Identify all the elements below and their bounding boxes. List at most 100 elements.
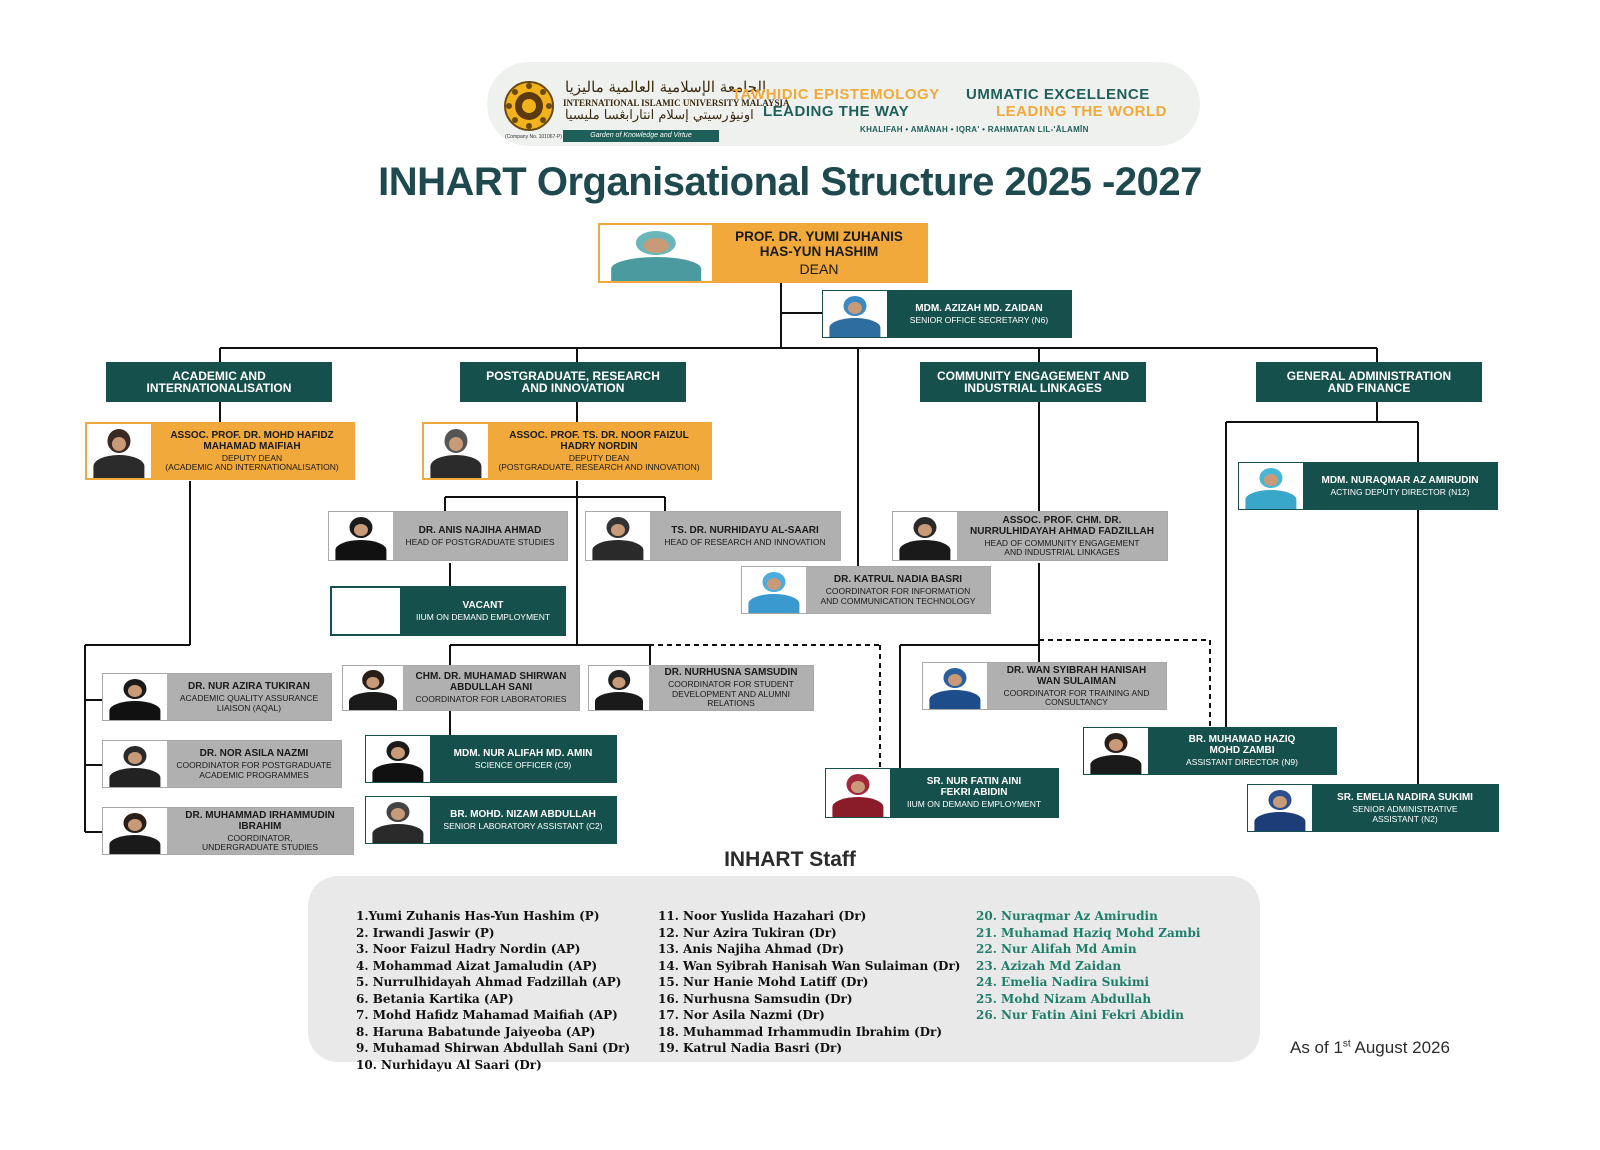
- staff-list-item: 26. Nur Fatin Aini Fekri Abidin: [976, 1008, 1185, 1022]
- university-name-arabic: الجامعة الإسلامية العالمية ماليزيا: [565, 78, 767, 96]
- wan-name: DR. WAN SYIBRAH HANISAH WAN SULAIMAN: [1006, 664, 1147, 687]
- nizam-photo: [366, 797, 430, 843]
- katrul-photo: [742, 567, 806, 613]
- alifah-role: SCIENCE OFFICER (C9): [474, 759, 572, 770]
- staff-list-item: 12. Nur Azira Tukiran (Dr): [658, 925, 837, 940]
- nuraqmar-photo: [1239, 463, 1303, 509]
- dept-postgrad-header: POSTGRADUATE, RESEARCH AND INNOVATION: [460, 362, 686, 402]
- irhammudin-name: DR. MUHAMMAD IRHAMMUDIN IBRAHIM: [185, 809, 335, 832]
- norasila-name: DR. NOR ASILA NAZMI: [199, 748, 309, 759]
- university-name-jawi: اونيۏرسيتي إسلام انتارابڠسا مليسيا: [565, 108, 754, 123]
- dean-role: DEAN: [799, 261, 839, 277]
- staff-list-item: 4. Mohammad Aizat Jamaludin (AP): [356, 958, 598, 973]
- nurhidayu-name: TS. DR. NURHIDAYU AL-SAARI: [671, 524, 819, 536]
- emelia-photo: [1248, 785, 1312, 831]
- dd-research-role: DEPUTY DEAN (POSTGRADUATE, RESEARCH AND …: [498, 452, 700, 472]
- dean-name: PROF. DR. YUMI ZUHANIS HAS-YUN HASHIM: [735, 229, 903, 259]
- iium-seal-logo: [504, 81, 554, 131]
- staff-list-item: 1.Yumi Zuhanis Has-Yun Hashim (P): [356, 909, 600, 923]
- person-card-dd-research: ASSOC. PROF. TS. DR. NOOR FAIZUL HADRY N…: [422, 422, 712, 480]
- anis-photo: [329, 512, 393, 560]
- staff-list-item: 23. Azizah Md Zaidan: [976, 958, 1122, 973]
- staff-list-item: 2. Irwandi Jaswir (P): [356, 925, 495, 940]
- secretary-role: SENIOR OFFICE SECRETARY (N6): [909, 314, 1049, 325]
- fatin-role: IIUM ON DEMAND EMPLOYMENT: [906, 799, 1042, 810]
- staff-list-item: 5. Nurrulhidayah Ahmad Fadzillah (AP): [356, 975, 622, 989]
- staff-heading: INHART Staff: [724, 848, 856, 871]
- dept-admin-header: GENERAL ADMINISTRATION AND FINANCE: [1256, 362, 1482, 402]
- alifah-photo: [366, 736, 430, 782]
- dean-photo: [600, 225, 712, 281]
- staff-list-item: 24. Emelia Nadira Sukimi: [976, 975, 1150, 989]
- staff-list-item: 18. Muhammad Irhammudin Ibrahim (Dr): [658, 1024, 943, 1039]
- staff-list-item: 10. Nurhidayu Al Saari (Dr): [356, 1057, 542, 1072]
- fatin-photo: [826, 769, 890, 817]
- nurazira-role: ACADEMIC QUALITY ASSURANCE LIAISON (AQAL…: [179, 693, 319, 713]
- dd-academic-photo: [87, 424, 151, 478]
- nurazira-photo: [103, 674, 167, 720]
- staff-column-2: 11. Noor Yuslida Hazahari (Dr)12. Nur Az…: [658, 908, 960, 1057]
- dd-research-photo: [424, 424, 488, 478]
- page-title: INHART Organisational Structure 2025 -20…: [378, 160, 1202, 204]
- university-tagline: Garden of Knowledge and Virtue: [563, 130, 719, 142]
- shirwan-photo: [343, 666, 403, 710]
- as-of-suffix: August 2026: [1350, 1038, 1450, 1057]
- as-of-prefix: As of 1: [1290, 1038, 1343, 1057]
- nurhusna-name: DR. NURHUSNA SAMSUDIN: [664, 667, 798, 679]
- staff-list-item: 13. Anis Najiha Ahmad (Dr): [658, 942, 845, 956]
- staff-list-item: 19. Katrul Nadia Basri (Dr): [658, 1041, 843, 1055]
- haziq-photo: [1084, 728, 1148, 774]
- secretary-photo: [823, 291, 887, 337]
- slogan-leading-world: LEADING THE WORLD: [996, 103, 1167, 120]
- norasila-role: COORDINATOR FOR POSTGRADUATE ACADEMIC PR…: [176, 760, 332, 780]
- motto: KHALIFAH • AMĀNAH • IQRA' • RAHMATAN LIL…: [860, 125, 1089, 134]
- dd-academic-role: DEPUTY DEAN (ACADEMIC AND INTERNATIONALI…: [165, 452, 339, 472]
- staff-list-item: 25. Mohd Nizam Abdullah: [976, 991, 1152, 1006]
- anis-name: DR. ANIS NAJIHA AHMAD: [418, 524, 542, 536]
- shirwan-name: CHM. DR. MUHAMAD SHIRWAN ABDULLAH SANI: [415, 671, 567, 694]
- slogan-tawhidic: TAWHIDIC EPISTEMOLOGY: [732, 86, 940, 103]
- nuraqmar-role: ACTING DEPUTY DIRECTOR (N12): [1330, 486, 1470, 497]
- staff-list-item: 15. Nur Hanie Mohd Latiff (Dr): [658, 975, 869, 989]
- dept-academic-header: ACADEMIC AND INTERNATIONALISATION: [106, 362, 332, 402]
- vacant-photo-placeholder: [331, 587, 401, 635]
- as-of-date: As of 1st August 2026: [1290, 1038, 1450, 1058]
- staff-panel: [308, 876, 1260, 1062]
- fatin-name: SR. NUR FATIN AINI FEKRI ABIDIN: [926, 776, 1022, 799]
- nurazira-name: DR. NUR AZIRA TUKIRAN: [187, 681, 311, 692]
- staff-list-item: 22. Nur Alifah Md Amin: [976, 942, 1137, 956]
- staff-list-item: 7. Mohd Hafidz Mahamad Maifiah (AP): [356, 1008, 618, 1022]
- staff-list-item: 17. Nor Asila Nazmi (Dr): [658, 1008, 825, 1022]
- katrul-role: COORDINATOR FOR INFORMATION AND COMMUNIC…: [820, 586, 976, 606]
- alifah-name: MDM. NUR ALIFAH MD. AMIN: [453, 747, 593, 759]
- staff-list-item: 9. Muhamad Shirwan Abdullah Sani (Dr): [356, 1041, 631, 1055]
- university-registration: (Company No. 101067-P): [505, 134, 562, 140]
- nurhusna-photo: [589, 666, 649, 710]
- staff-list-item: 16. Nurhusna Samsudin (Dr): [658, 991, 853, 1006]
- anis-role: HEAD OF POSTGRADUATE STUDIES: [405, 536, 555, 547]
- dd-research-name: ASSOC. PROF. TS. DR. NOOR FAIZUL HADRY N…: [509, 429, 689, 452]
- nurhidayu-role: HEAD OF RESEARCH AND INNOVATION: [664, 536, 826, 547]
- norasila-photo: [103, 741, 167, 787]
- emelia-name: SR. EMELIA NADIRA SUKIMI: [1337, 792, 1473, 803]
- staff-list-item: 21. Muhamad Haziq Mohd Zambi: [976, 925, 1201, 940]
- dept-community-header: COMMUNITY ENGAGEMENT AND INDUSTRIAL LINK…: [920, 362, 1146, 402]
- staff-list-item: 6. Betania Kartika (AP): [356, 991, 514, 1006]
- nurrul-photo: [893, 512, 957, 560]
- vacant-name: VACANT: [462, 599, 504, 611]
- staff-list-item: 8. Haruna Babatunde Jaiyeoba (AP): [356, 1024, 596, 1039]
- wan-photo: [923, 663, 987, 709]
